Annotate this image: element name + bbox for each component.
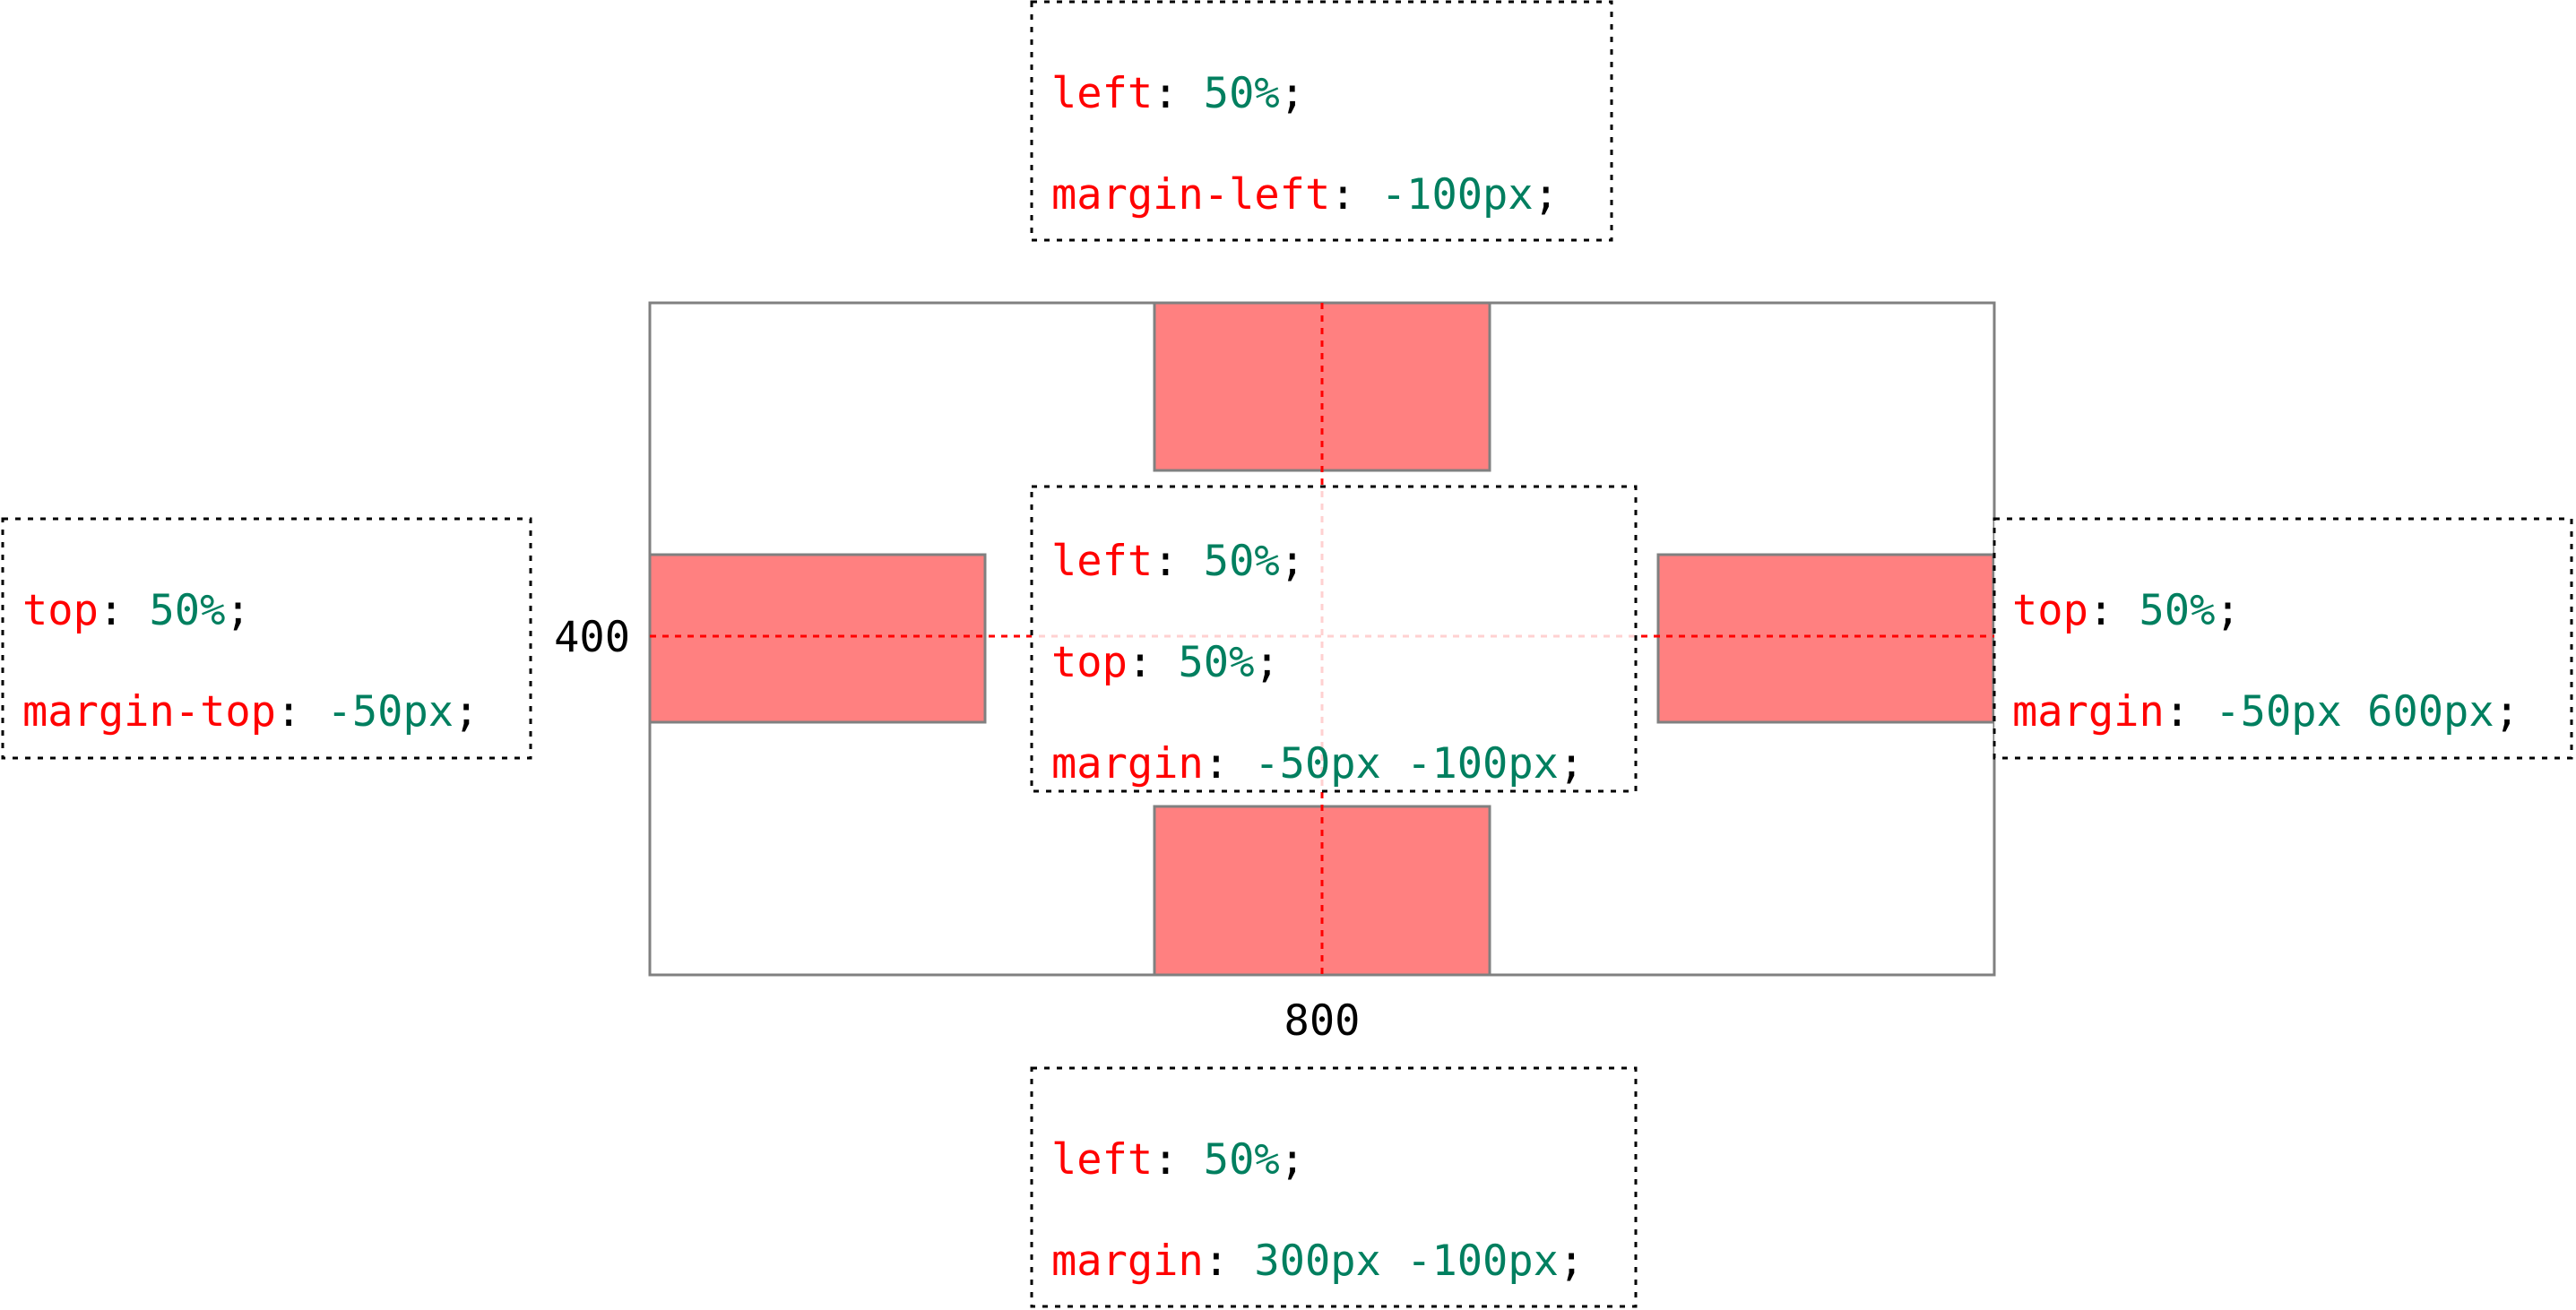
container-height-label: 400 <box>554 613 630 662</box>
css-property: margin-left <box>1051 170 1330 220</box>
container-width-label: 800 <box>1284 996 1361 1046</box>
code-line: top: 50%; <box>22 586 251 635</box>
code-line: top: 50%; <box>2012 586 2241 635</box>
css-property: left <box>1051 69 1153 118</box>
code-line: margin-top: -50px; <box>22 687 479 737</box>
css-property: left <box>1051 1135 1153 1185</box>
snippet-box-center <box>1030 485 1638 793</box>
css-value: -50px <box>327 687 454 737</box>
css-property: margin <box>1051 739 1204 789</box>
css-property: top <box>1051 638 1128 687</box>
snippet-box-right <box>1993 517 2573 760</box>
css-property: top <box>22 586 99 635</box>
css-value: 50% <box>2139 586 2215 635</box>
css-value: 50% <box>1204 1135 1280 1185</box>
box-right <box>1656 553 1995 724</box>
snippet-box-top <box>1030 0 1613 242</box>
code-line: left: 50%; <box>1051 1135 1305 1185</box>
code-line: margin: -50px -100px; <box>1051 739 1584 789</box>
code-line: margin: 300px -100px; <box>1051 1237 1584 1286</box>
css-value: -50px 600px <box>2215 687 2494 737</box>
css-property: margin-top <box>22 687 276 737</box>
code-line: margin: -50px 600px; <box>2012 687 2520 737</box>
code-line: left: 50%; <box>1051 69 1305 118</box>
css-value: 300px -100px <box>1254 1237 1559 1286</box>
css-property: top <box>2012 586 2088 635</box>
code-line: top: 50%; <box>1051 638 1280 687</box>
code-line: left: 50%; <box>1051 537 1305 586</box>
snippet-box-left <box>1 517 532 760</box>
css-value: 50% <box>149 586 225 635</box>
css-value: 50% <box>1204 537 1280 586</box>
box-left <box>648 553 987 724</box>
css-property: margin <box>2012 687 2165 737</box>
css-value: -50px -100px <box>1254 739 1559 789</box>
snippet-box-bottom <box>1030 1066 1638 1308</box>
code-line: margin-left: -100px; <box>1051 170 1559 220</box>
css-value: 50% <box>1204 69 1280 118</box>
css-property: margin <box>1051 1237 1204 1286</box>
css-value: -100px <box>1381 170 1534 220</box>
css-value: 50% <box>1178 638 1254 687</box>
css-property: left <box>1051 537 1153 586</box>
